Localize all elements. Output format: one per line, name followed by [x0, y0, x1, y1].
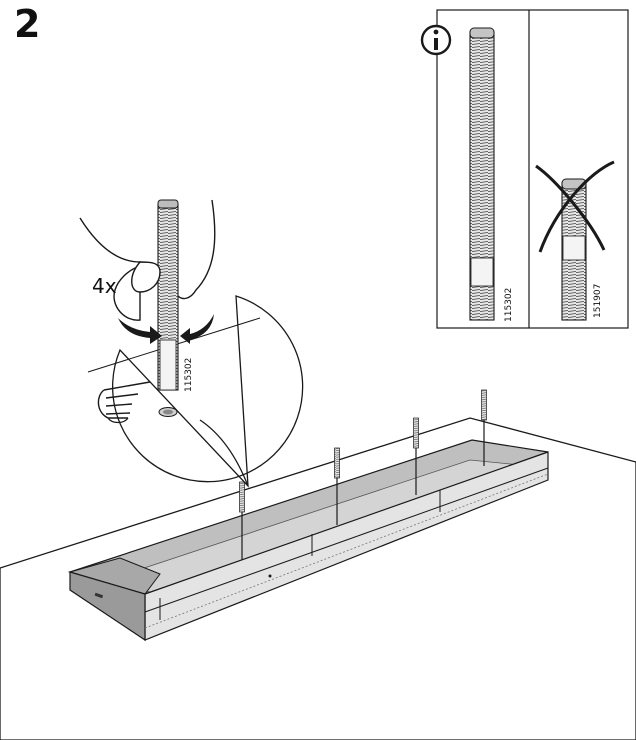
rods-installed: [239, 389, 487, 560]
quantity-label: 4x: [92, 274, 117, 298]
part-number-wrong: 151907: [593, 283, 603, 318]
info-icon: [420, 24, 452, 56]
step-number: 2: [14, 2, 41, 46]
base-frame: [67, 439, 549, 642]
part-number-correct: 115302: [504, 287, 514, 322]
part-number-detail: 115302: [184, 357, 194, 392]
info-box: [436, 9, 629, 329]
cross-out-mark: [535, 160, 615, 253]
wrong-rod-illustration: [561, 178, 587, 321]
detail-callout: [79, 199, 304, 488]
correct-rod-illustration: [469, 27, 495, 321]
